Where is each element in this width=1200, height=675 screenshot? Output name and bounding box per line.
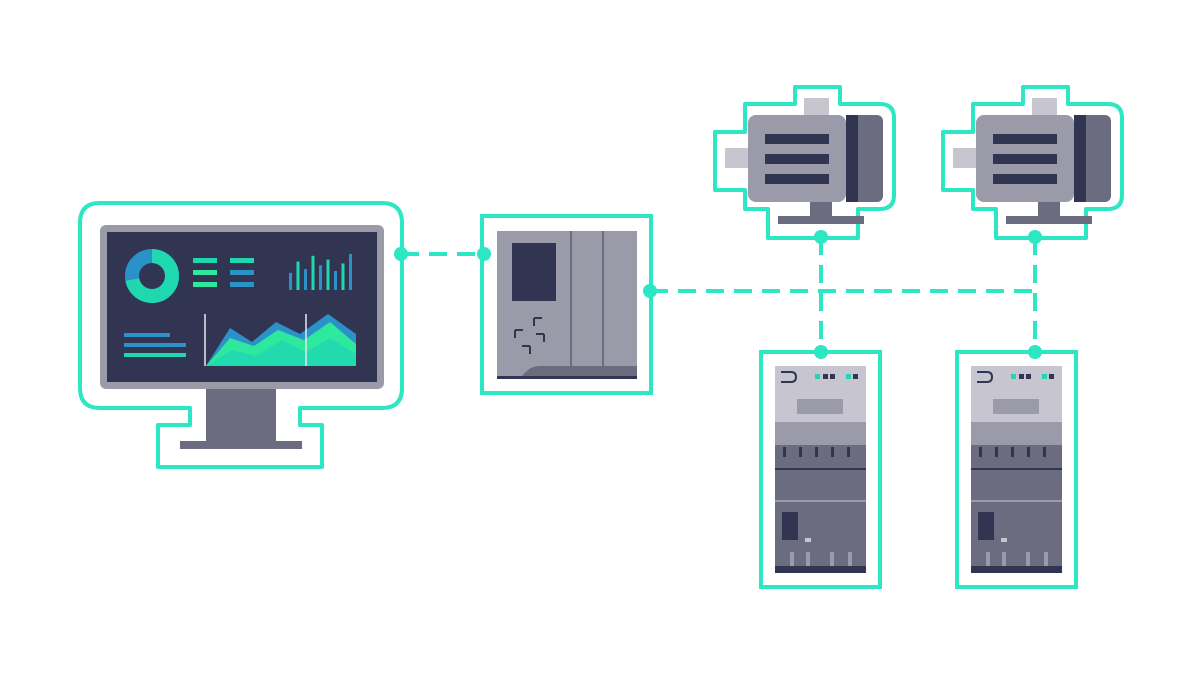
drive-label-plate [993,399,1039,414]
dashboard-bar [311,255,315,290]
drive-led [830,374,835,379]
drive-led [853,374,858,379]
area-series-overlay [206,338,356,366]
drive-terminal-strip [971,445,1062,469]
donut-arc [125,249,179,303]
dashboard-bar [304,269,307,290]
drive-base [971,566,1062,573]
motor-outline [713,85,896,240]
drive-status-symbol [781,371,798,383]
motor-foot [810,202,832,216]
drive-terminals [783,447,850,457]
motor-shaft [953,148,977,168]
drive-separator [971,468,1062,470]
drive-lower-band [971,500,1062,502]
legend-row [193,258,217,263]
dashboard-bar [326,259,330,290]
dashboard-bar [341,263,345,290]
legend-row [230,270,254,275]
motor-terminal-box [1032,98,1057,116]
text-row [124,353,186,357]
motor-fin [993,174,1057,184]
drive-indicator [1001,538,1007,542]
drive-led [1026,374,1031,379]
motor-outline [941,85,1124,240]
drive-terminal-strip [775,445,866,469]
monitor-stand-neck [206,389,276,441]
monitor-stand-base [180,441,302,449]
drive-led [1011,374,1016,379]
motor-foot [1038,202,1060,216]
motor-fin [765,154,829,164]
dashboard-bar-chart [289,253,352,290]
motor-fin [765,174,829,184]
network-links [401,237,1037,352]
link-connector-dots [394,230,1042,359]
motor-foot-base [778,216,864,224]
dashboard-text-block [124,333,186,357]
legend-row [193,282,217,287]
drive-icon [759,350,882,589]
plc-base-rail [520,366,637,379]
motor-icon [941,85,1124,240]
plc-keypad-icon [514,317,545,354]
drive-icon [955,350,1078,589]
drive-led [1042,374,1047,379]
drive-feet [986,552,1048,566]
dashboard-bar [289,272,292,290]
dashboard-bar [349,253,352,290]
drive-indicator [805,538,811,542]
legend-row [193,270,217,275]
drive-feet [790,552,852,566]
motor-fin [765,134,829,144]
drive-led [823,374,828,379]
motor-fin [993,134,1057,144]
drive-separator [775,468,866,470]
motor-end-cap-band [1074,115,1086,202]
drive-led [1019,374,1024,379]
drive-led [815,374,820,379]
text-row [124,343,186,347]
motor-foot-base [1006,216,1092,224]
drive-connector [978,512,994,540]
drive-connector [782,512,798,540]
motor-fin [993,154,1057,164]
text-row [124,333,170,337]
drive-lower-band [775,500,866,502]
motor-icon [713,85,896,240]
plc-display [512,243,556,301]
motor-end-cap-band [846,115,858,202]
dashboard-legend [193,258,254,287]
drive-terminals [979,447,1046,457]
dashboard-donut [125,249,179,303]
drive-base [775,566,866,573]
motor-shaft [725,148,749,168]
plc-base-shadow [497,376,637,379]
drive-status-symbol [977,371,994,383]
drive-led [1049,374,1054,379]
motor-terminal-box [804,98,829,116]
dashboard-bar [319,265,322,290]
monitor-outline [78,201,404,469]
plc-outline [480,214,653,395]
drive-outline [955,350,1078,589]
drive-label-plate [797,399,843,414]
legend-row [230,258,254,263]
dashboard-area-chart [204,314,356,366]
drive-outline [759,350,882,589]
monitor-icon [78,201,404,469]
legend-row [230,282,254,287]
drive-led [846,374,851,379]
dashboard-bar [296,261,300,290]
plc-icon [480,214,653,395]
dashboard-bar [334,271,337,290]
